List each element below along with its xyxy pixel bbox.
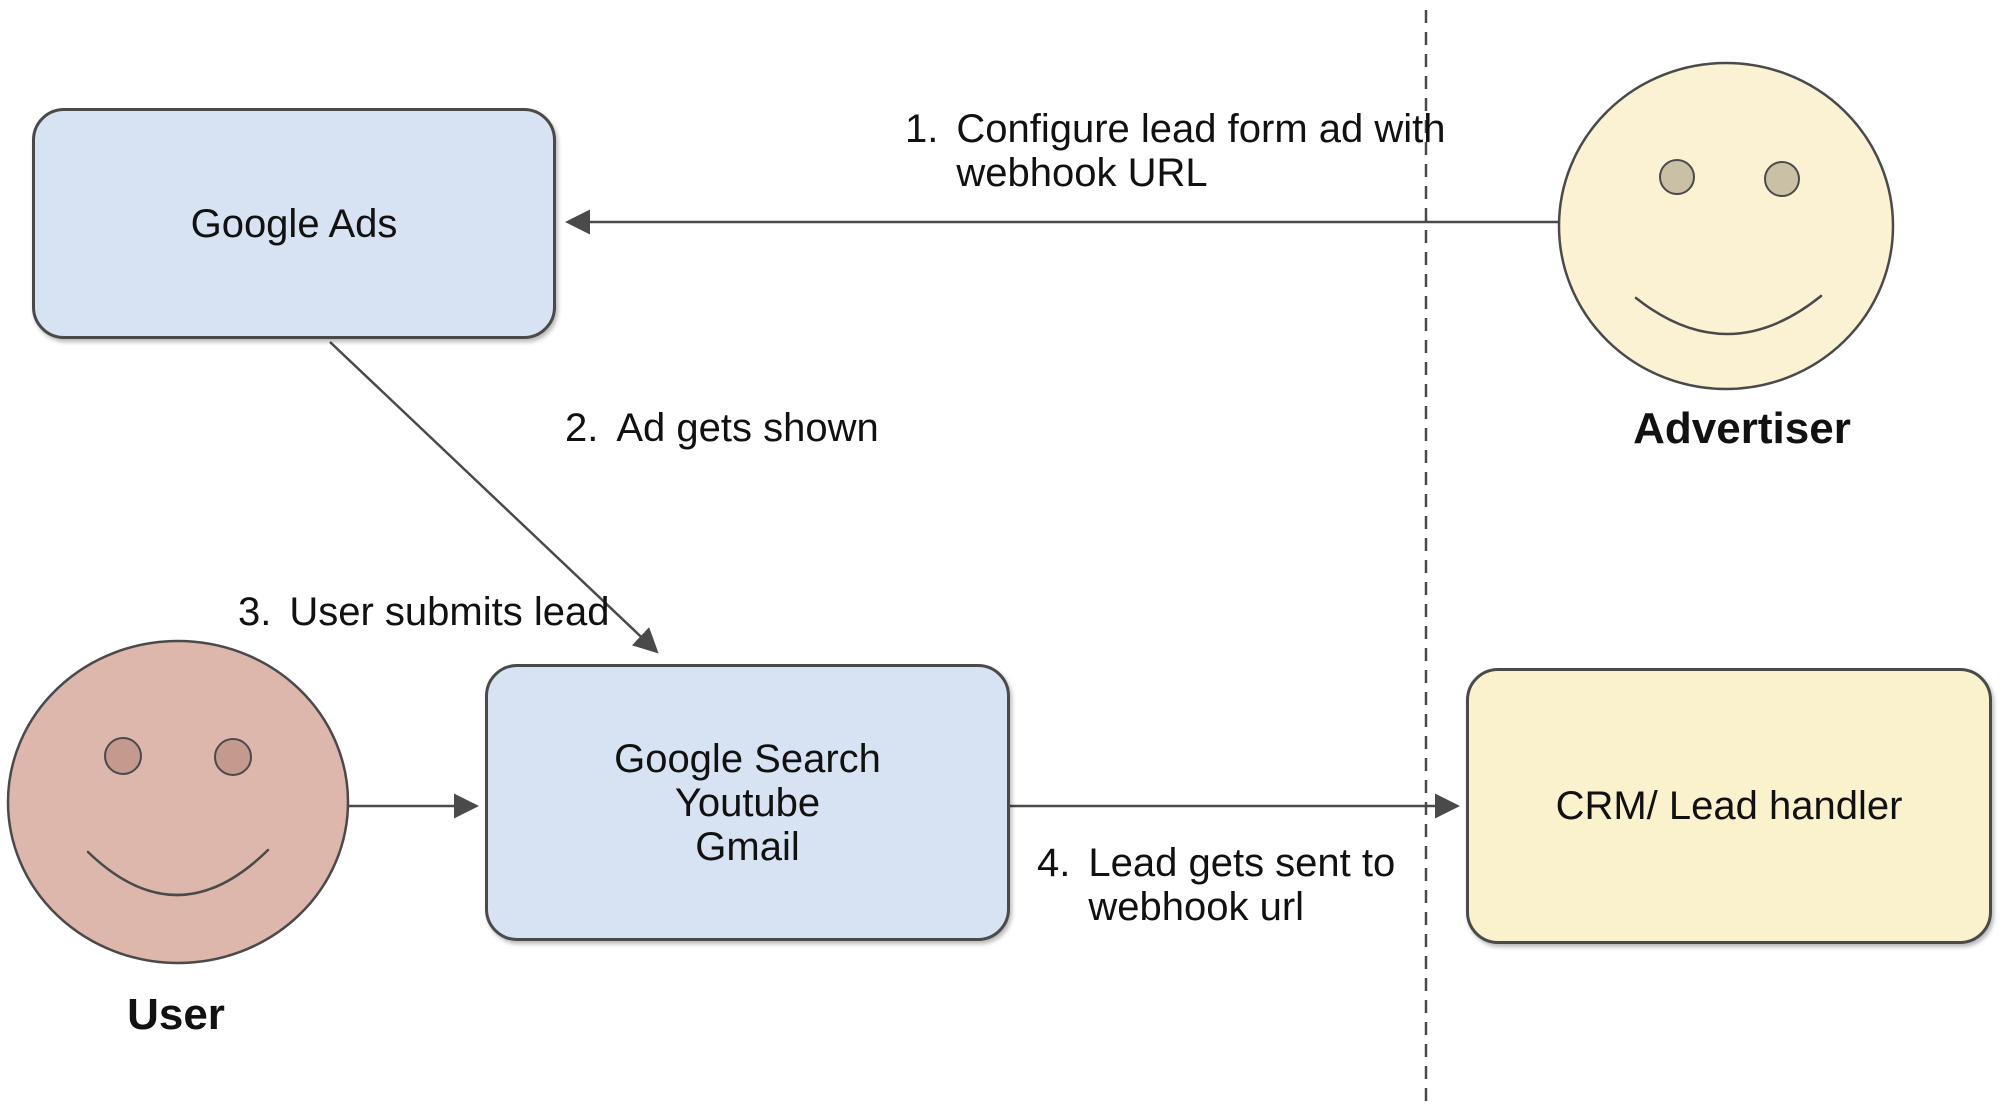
step-3-text: User submits lead: [289, 590, 610, 634]
step-3-label: 3. User submits lead: [238, 590, 609, 634]
step-1-label: 1. Configure lead form ad with webhook U…: [905, 107, 1446, 195]
step-1-number: 1.: [905, 107, 939, 151]
crm-lead-handler-node: CRM/ Lead handler: [1466, 668, 1992, 944]
advertiser-right-eye: [1764, 161, 1800, 197]
step-2-number: 2.: [565, 406, 599, 450]
user-right-eye: [214, 738, 252, 776]
advertiser-head: [1557, 61, 1895, 391]
user-smile: [86, 848, 270, 897]
user-left-eye: [104, 737, 142, 775]
advertiser-caption: Advertiser: [1633, 404, 1851, 453]
user-head: [6, 639, 350, 965]
user-caption: User: [127, 990, 225, 1039]
advertiser-face-icon: [1557, 61, 1895, 391]
user-face-icon: [6, 639, 350, 965]
arrow-google-ads-to-surfaces: [329, 341, 659, 654]
advertiser-smile: [1634, 294, 1823, 336]
step-4-number: 4.: [1037, 841, 1071, 885]
step-4-text: Lead gets sent to webhook url: [1088, 841, 1396, 929]
step-2-label: 2. Ad gets shown: [565, 406, 879, 450]
step-4-label: 4. Lead gets sent to webhook url: [1037, 841, 1395, 929]
step-2-text: Ad gets shown: [616, 406, 879, 450]
step-1-text: Configure lead form ad with webhook URL: [956, 107, 1446, 195]
google-ads-node: Google Ads: [32, 108, 556, 339]
google-surfaces-node: Google Search Youtube Gmail: [485, 664, 1010, 941]
step-3-number: 3.: [238, 590, 272, 634]
advertiser-left-eye: [1659, 159, 1695, 195]
